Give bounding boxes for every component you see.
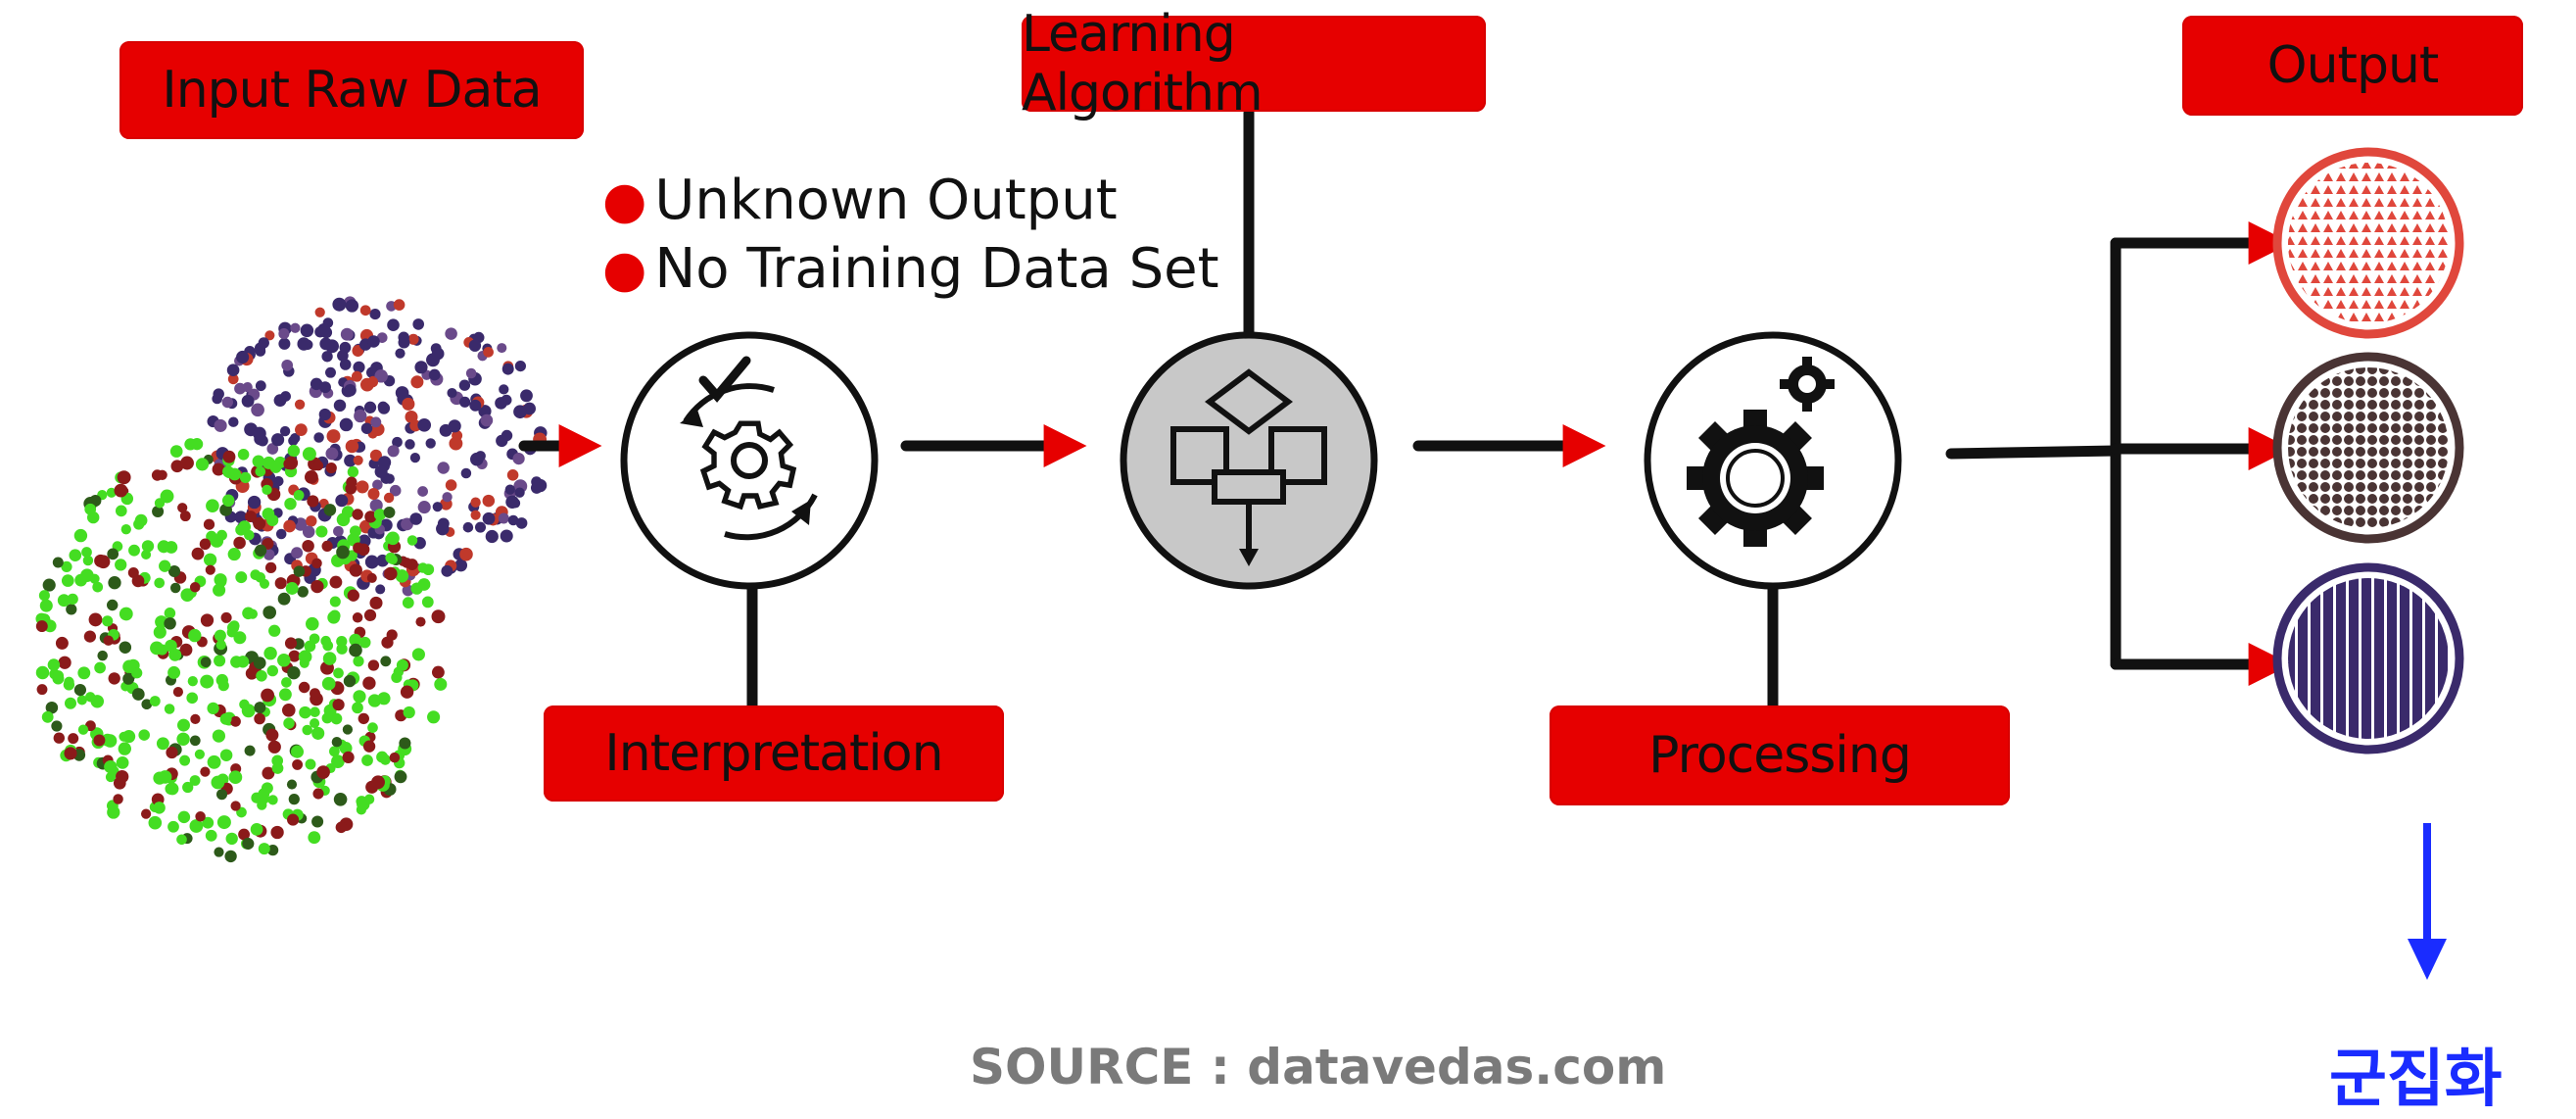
gear-settings-icon [1644, 331, 1902, 590]
label-input-raw-data: Input Raw Data [119, 41, 584, 139]
flowchart-icon [1120, 331, 1378, 590]
label-output: Output [2182, 16, 2523, 116]
label-interpretation: Interpretation [544, 705, 1004, 802]
gear-cycle-check-icon [620, 331, 879, 590]
bullet-item: ●No Training Data Set [602, 235, 1219, 304]
arrow-down-icon [2408, 823, 2447, 980]
bullet-dot-icon: ● [602, 240, 647, 299]
bullet-dot-icon: ● [602, 171, 647, 230]
input-raw-data-scatter [35, 296, 548, 863]
bullet-item: ●Unknown Output [602, 167, 1219, 235]
clustering-annotation: 군집화 [2329, 1044, 2503, 1116]
label-learning-algorithm: Learning Algorithm [1022, 5, 1486, 122]
bullet-text: Unknown Output [654, 169, 1118, 232]
bullet-list: ●Unknown Output ●No Training Data Set [602, 167, 1219, 304]
source-caption: SOURCE : datavedas.com [970, 1039, 1667, 1095]
label-processing: Processing [1550, 705, 2010, 805]
bullet-text: No Training Data Set [654, 237, 1219, 301]
output-clusters [2272, 147, 2464, 754]
connectors [518, 107, 2292, 721]
